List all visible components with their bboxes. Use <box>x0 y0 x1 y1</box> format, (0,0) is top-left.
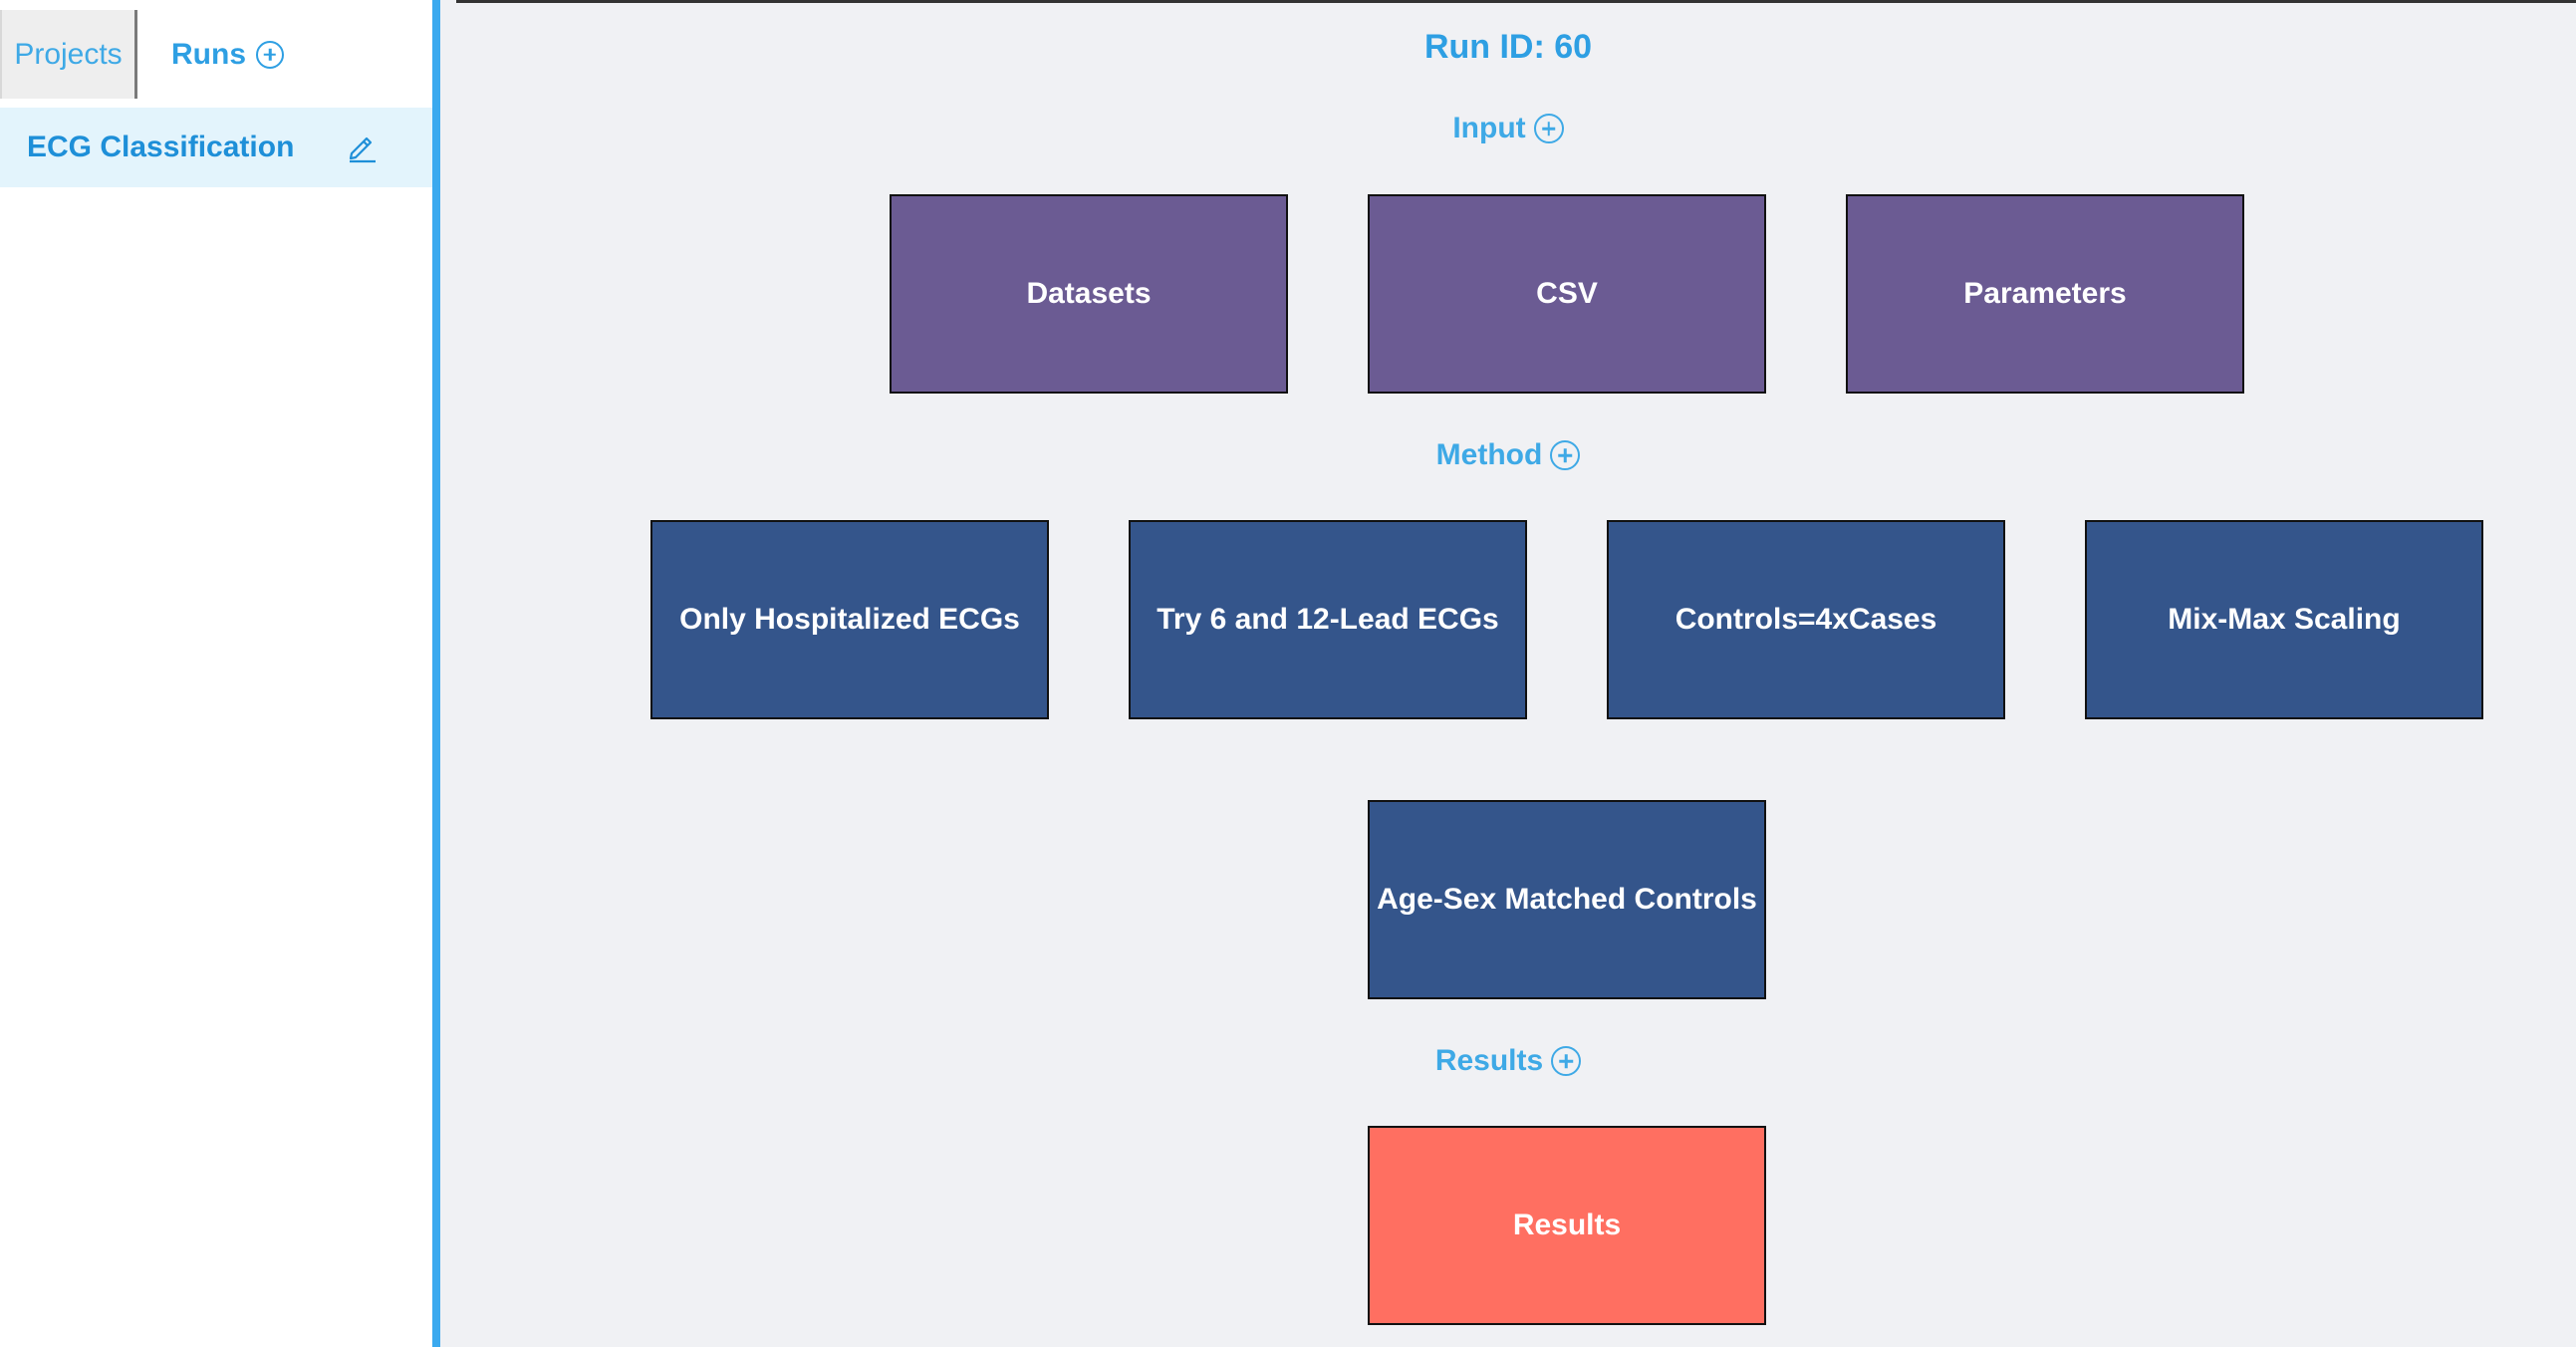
result-node-results[interactable]: Results <box>1368 1126 1766 1325</box>
node-label: Controls=4xCases <box>1674 603 1937 636</box>
tab-runs-label: Runs <box>171 37 246 71</box>
method-node-mix-max-scaling[interactable]: Mix-Max Scaling <box>2085 520 2483 719</box>
tab-projects[interactable]: Projects <box>0 10 137 99</box>
method-node-try-6-and-12-lead-ecgs[interactable]: Try 6 and 12-Lead ECGs <box>1129 520 1527 719</box>
method-node-controls-4x-cases[interactable]: Controls=4xCases <box>1607 520 2005 719</box>
add-run-plus-icon[interactable] <box>256 40 284 69</box>
section-method: Method <box>440 438 2576 472</box>
node-label: Parameters <box>1963 277 2127 310</box>
top-border <box>456 0 2576 3</box>
tab-projects-label: Projects <box>14 37 123 71</box>
node-label: Results <box>1512 1209 1622 1241</box>
add-results-plus-icon[interactable] <box>1551 1046 1582 1076</box>
sidebar-item-ecg-classification[interactable]: ECG Classification <box>0 108 432 187</box>
add-method-plus-icon[interactable] <box>1550 440 1581 470</box>
node-label: Only Hospitalized ECGs <box>679 603 1020 636</box>
section-input-label: Input <box>1452 112 1526 144</box>
input-node-datasets[interactable]: Datasets <box>890 194 1288 394</box>
section-results: Results <box>440 1044 2576 1078</box>
pencil-icon[interactable] <box>348 132 378 163</box>
method-node-age-sex-matched-controls[interactable]: Age-Sex Matched Controls <box>1368 800 1766 999</box>
sidebar-resize-divider[interactable] <box>432 0 440 1347</box>
method-node-only-hospitalized-ecgs[interactable]: Only Hospitalized ECGs <box>650 520 1049 719</box>
section-results-label: Results <box>1434 1044 1544 1077</box>
tab-runs[interactable]: Runs <box>171 10 284 99</box>
node-label: CSV <box>1536 277 1598 310</box>
node-label: Try 6 and 12-Lead ECGs <box>1157 603 1499 636</box>
add-input-plus-icon[interactable] <box>1533 114 1564 143</box>
section-input: Input <box>440 112 2576 145</box>
run-canvas: Run ID: 60 Input Datasets CSV Parameters… <box>440 0 2576 1347</box>
input-node-csv[interactable]: CSV <box>1368 194 1766 394</box>
section-method-label: Method <box>1435 438 1543 471</box>
sidebar-tabs: Projects Runs <box>0 0 432 99</box>
sidebar-item-label: ECG Classification <box>27 131 295 163</box>
node-label: Age-Sex Matched Controls <box>1377 883 1757 916</box>
input-node-parameters[interactable]: Parameters <box>1846 194 2244 394</box>
node-label: Mix-Max Scaling <box>2168 603 2401 636</box>
node-label: Datasets <box>1026 277 1152 310</box>
sidebar: Projects Runs ECG Classification <box>0 0 432 1347</box>
run-title: Run ID: 60 <box>1423 28 1593 66</box>
